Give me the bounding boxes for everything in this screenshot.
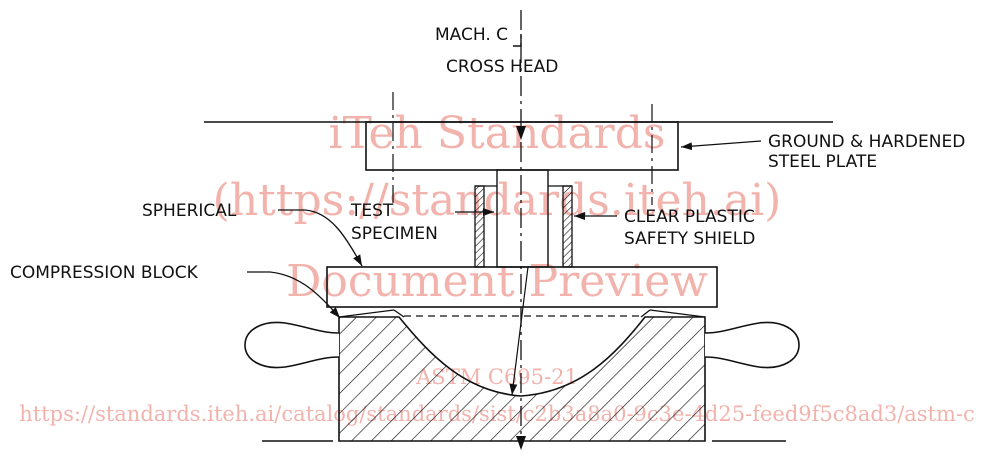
spherical-seat (326, 266, 718, 308)
label-steel-plate-line2: STEEL PLATE (768, 152, 877, 172)
label-shield-line2: SAFETY SHIELD (624, 229, 755, 249)
label-cross-head: CROSS HEAD (446, 57, 558, 77)
radius-indicator (509, 266, 529, 396)
watermark-line1: iTeh Standards (329, 108, 666, 159)
leader-lines (247, 140, 762, 319)
label-compression-block: COMPRESSION BLOCK (10, 263, 199, 283)
label-test-specimen-line2: SPECIMEN (351, 224, 438, 244)
compression-block (338, 309, 706, 442)
label-shield-line1: CLEAR PLASTIC (624, 207, 755, 227)
label-test-specimen-line1: TEST (350, 201, 394, 221)
labels: MACH. C CROSS HEAD GROUND & HARDENED STE… (10, 25, 965, 283)
block-handles (244, 321, 800, 369)
label-mach-center: MACH. C (435, 25, 508, 45)
label-spherical: SPHERICAL (142, 201, 237, 221)
label-steel-plate-line1: GROUND & HARDENED (768, 132, 965, 152)
